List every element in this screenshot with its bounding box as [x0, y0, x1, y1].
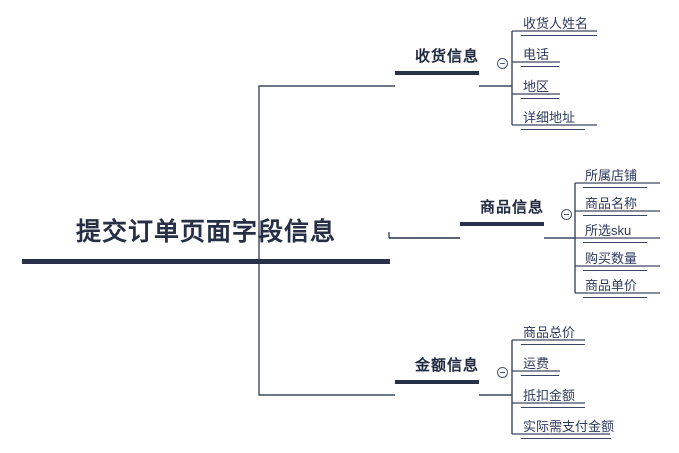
- leaf-underline: [583, 270, 647, 271]
- leaf-node[interactable]: 购买数量: [583, 250, 647, 271]
- collapse-minus-circle-icon[interactable]: [561, 209, 572, 220]
- leaf-node[interactable]: 地区: [521, 78, 559, 99]
- leaf-underline: [521, 129, 585, 130]
- leaf-node[interactable]: 实际需支付金额: [521, 418, 616, 439]
- leaf-underline: [521, 438, 611, 439]
- branch-label: 金额信息: [414, 357, 479, 374]
- leaf-label: 运费: [523, 356, 550, 371]
- leaf-node[interactable]: 所选sku: [583, 222, 647, 243]
- branch-underline: [460, 222, 544, 226]
- leaf-label: 所选sku: [585, 223, 632, 238]
- leaf-node[interactable]: 商品单价: [583, 277, 647, 298]
- leaf-label: 电话: [523, 47, 550, 62]
- branch-label: 商品信息: [479, 199, 544, 216]
- leaf-label: 商品名称: [585, 196, 638, 211]
- leaf-label: 所属店铺: [585, 168, 638, 183]
- branch-underline: [395, 380, 479, 384]
- branch-node-amount-info[interactable]: 金额信息: [395, 356, 479, 384]
- leaf-underline: [583, 215, 647, 216]
- leaf-underline: [521, 35, 597, 36]
- leaf-underline: [521, 344, 585, 345]
- branch-label: 收货信息: [414, 48, 479, 65]
- root-node[interactable]: 提交订单页面字段信息: [22, 212, 390, 264]
- leaf-label: 商品总价: [523, 325, 576, 340]
- leaf-node[interactable]: 电话: [521, 46, 559, 67]
- leaf-underline: [521, 407, 585, 408]
- leaf-label: 详细地址: [523, 110, 576, 125]
- leaf-underline: [583, 187, 647, 188]
- leaf-underline: [521, 66, 559, 67]
- root-node-label: 提交订单页面字段信息: [75, 218, 336, 246]
- collapse-minus-circle-icon[interactable]: [497, 367, 508, 378]
- leaf-node[interactable]: 商品总价: [521, 324, 585, 345]
- leaf-underline: [583, 297, 647, 298]
- root-node-underline: [22, 259, 390, 264]
- branch-underline: [395, 71, 479, 75]
- leaf-underline: [521, 375, 559, 376]
- leaf-label: 抵扣金额: [523, 388, 576, 403]
- leaf-label: 实际需支付金额: [523, 419, 615, 434]
- leaf-label: 地区: [523, 79, 550, 94]
- branch-node-product-info[interactable]: 商品信息: [460, 198, 544, 226]
- leaf-underline: [583, 242, 647, 243]
- leaf-underline: [521, 98, 559, 99]
- leaf-node[interactable]: 商品名称: [583, 195, 647, 216]
- leaf-node[interactable]: 收货人姓名: [521, 15, 597, 36]
- leaf-label: 收货人姓名: [523, 16, 589, 31]
- leaf-node[interactable]: 所属店铺: [583, 167, 647, 188]
- leaf-node[interactable]: 详细地址: [521, 109, 585, 130]
- leaf-node[interactable]: 运费: [521, 355, 559, 376]
- leaf-label: 购买数量: [585, 251, 638, 266]
- leaf-node[interactable]: 抵扣金额: [521, 387, 585, 408]
- collapse-minus-circle-icon[interactable]: [497, 58, 508, 69]
- leaf-label: 商品单价: [585, 278, 638, 293]
- branch-node-receiving-info[interactable]: 收货信息: [395, 47, 479, 75]
